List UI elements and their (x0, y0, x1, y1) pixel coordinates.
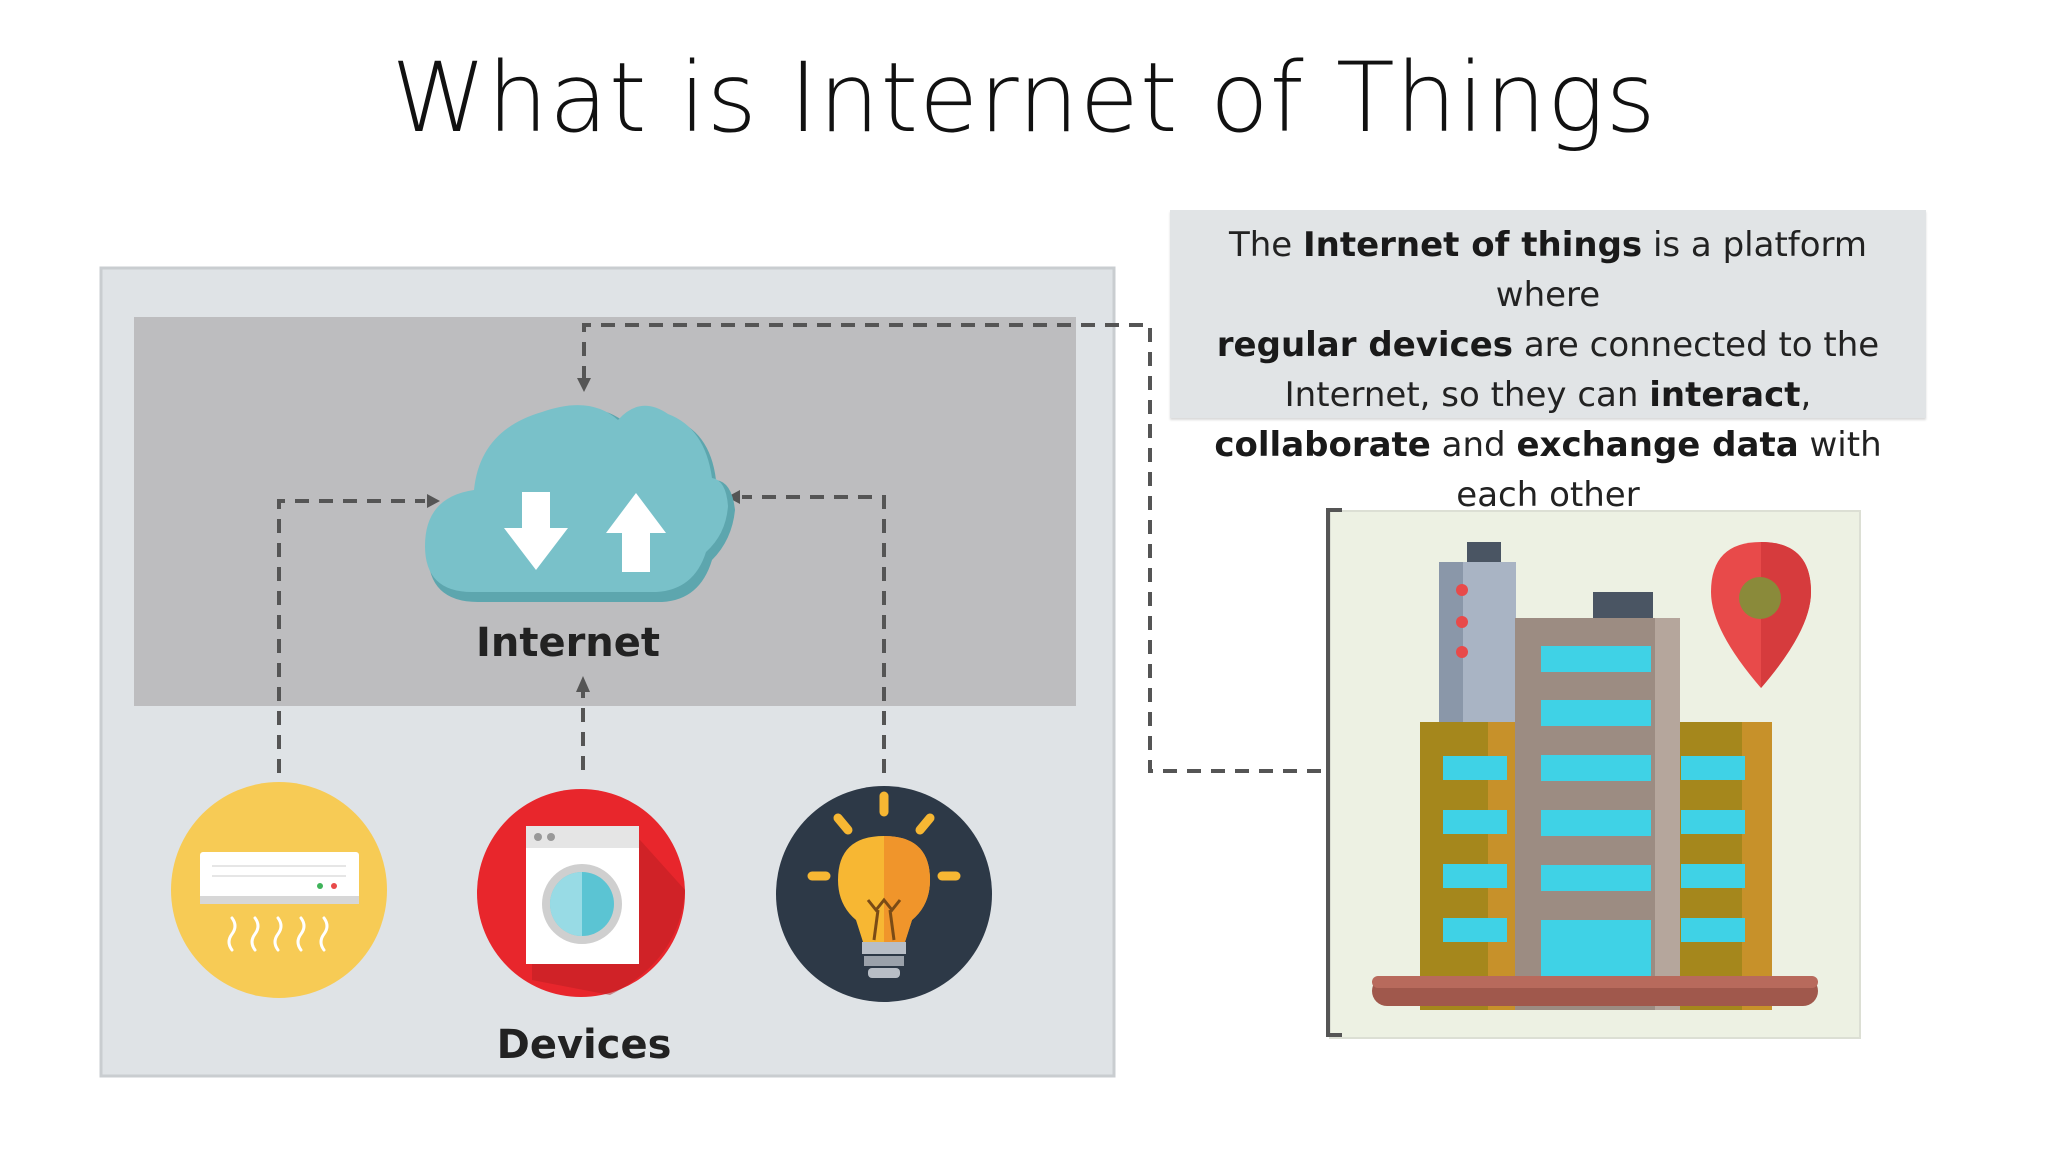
internet-label: Internet (476, 620, 660, 666)
download-arrow-icon (504, 492, 568, 570)
iot-definition-box: The Internet of things is a platform whe… (1170, 210, 1926, 515)
building-icon (1372, 542, 1818, 1010)
devices-label: Devices (497, 1022, 672, 1068)
air-conditioner-icon (171, 782, 387, 998)
light-bulb-icon (776, 786, 992, 1002)
washing-machine-icon (477, 789, 685, 997)
arrow-heads (427, 378, 740, 692)
connector-lines (277, 323, 1326, 773)
upload-arrow-icon (606, 493, 666, 572)
definition-text: The Internet of things is a platform whe… (1214, 225, 1882, 515)
slide-title: What is Internet of Things (391, 42, 1657, 154)
cloud-icon (425, 405, 735, 602)
location-pin-icon (1711, 542, 1811, 688)
